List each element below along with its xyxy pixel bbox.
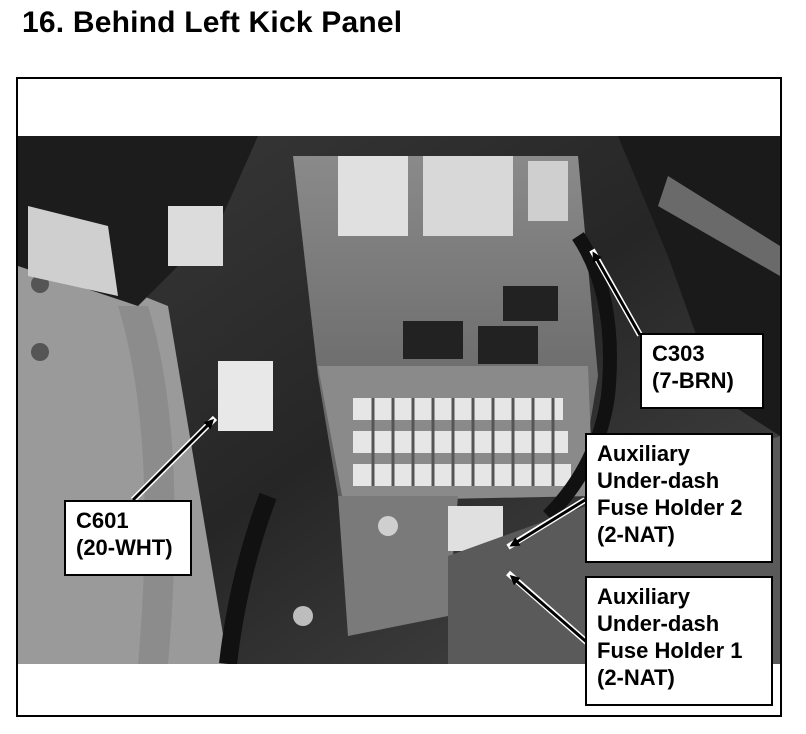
callout-c303: C303 (7-BRN): [640, 333, 764, 409]
callout-fuse-holder-1: Auxiliary Under-dash Fuse Holder 1 (2-NA…: [585, 576, 773, 706]
bolt: [31, 343, 49, 361]
callout-c303-line2: (7-BRN): [652, 368, 734, 393]
callout-fuse-holder-2-line3: Fuse Holder 2: [597, 495, 743, 520]
right-structure: [658, 176, 780, 276]
callout-c303-line1: C303: [652, 341, 705, 366]
bolt: [293, 606, 313, 626]
callout-c601-line1: C601: [76, 508, 129, 533]
fuse-dividers: [371, 398, 555, 486]
top-connector: [423, 156, 513, 236]
callout-fuse-holder-1-line3: Fuse Holder 1: [597, 638, 743, 663]
fuse-rows: [353, 398, 571, 486]
wire-harness: [219, 492, 277, 664]
callout-fuse-holder-2-line1: Auxiliary: [597, 441, 690, 466]
relay: [503, 286, 558, 321]
top-connector: [528, 161, 568, 221]
photo-illustration: [18, 136, 780, 664]
callout-fuse-holder-2: Auxiliary Under-dash Fuse Holder 2 (2-NA…: [585, 433, 773, 563]
kick-panel-photo: [18, 136, 780, 664]
page-title: 16. Behind Left Kick Panel: [22, 6, 403, 39]
callout-c601-line2: (20-WHT): [76, 535, 173, 560]
upper-connector: [168, 206, 223, 266]
bolt: [378, 516, 398, 536]
trim-bracket: [28, 206, 118, 296]
callout-fuse-holder-2-line4: (2-NAT): [597, 522, 675, 547]
top-connector: [338, 156, 408, 236]
callout-c601: C601 (20-WHT): [64, 500, 192, 576]
callout-fuse-holder-1-line1: Auxiliary: [597, 584, 690, 609]
callout-fuse-holder-1-line2: Under-dash: [597, 611, 720, 636]
relay: [478, 326, 538, 364]
c601-connector: [218, 361, 273, 431]
lower-bracket: [338, 496, 458, 636]
callout-fuse-holder-2-line2: Under-dash: [597, 468, 720, 493]
relay: [403, 321, 463, 359]
callout-fuse-holder-1-line4: (2-NAT): [597, 665, 675, 690]
